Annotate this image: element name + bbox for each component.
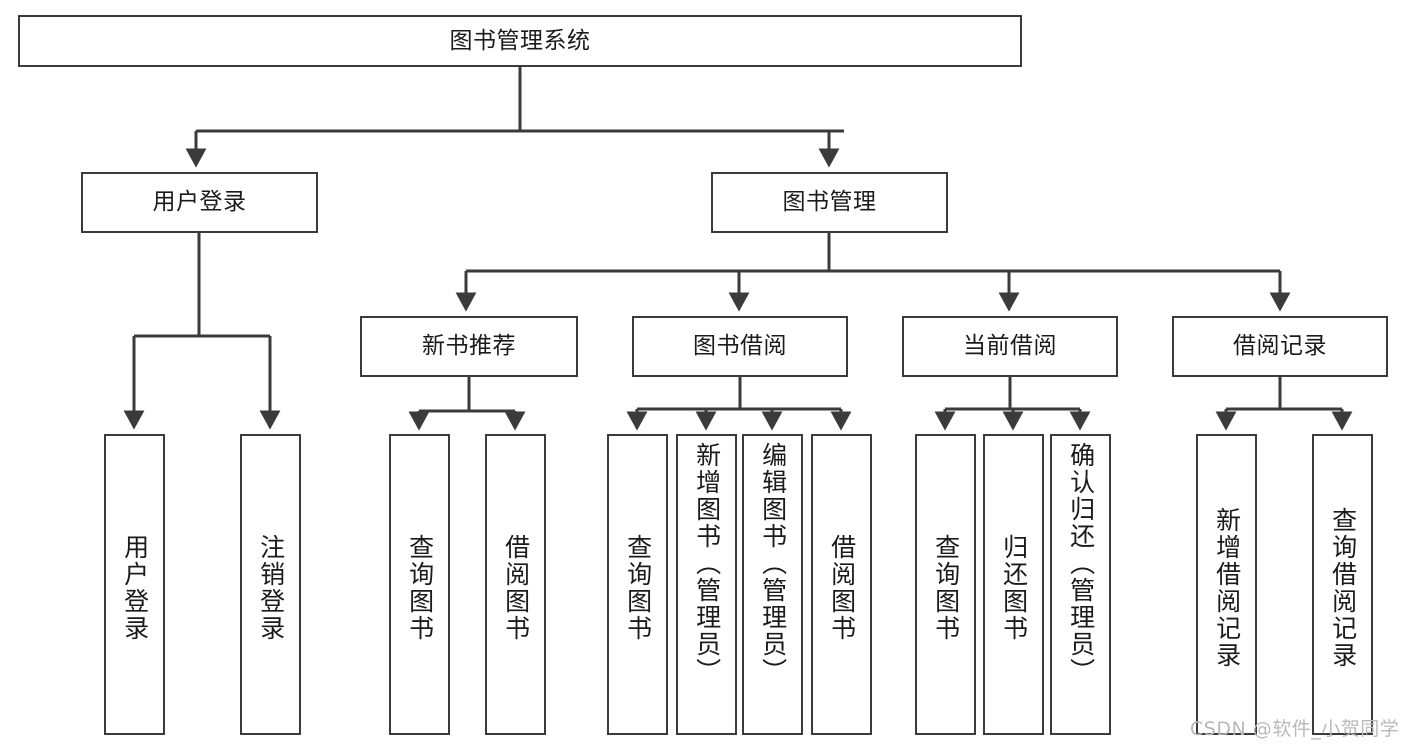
leaf-borrow-record-add[interactable]: 新增借阅记录	[1196, 434, 1257, 735]
leaf-new-book-query[interactable]: 查询图书	[389, 434, 450, 735]
node-label: 注销登录	[256, 533, 286, 642]
vertical-text-wrap: 新增借阅记录	[1198, 442, 1255, 733]
node-label: 查询图书	[405, 533, 435, 642]
node-label: 用户登录	[120, 533, 150, 642]
leaf-current-borrow-return[interactable]: 归还图书	[983, 434, 1044, 735]
vertical-text-wrap: 注销登录	[242, 442, 299, 733]
leaf-book-borrow-borrow[interactable]: 借阅图书	[811, 434, 872, 735]
node-label: 借阅图书	[501, 533, 531, 642]
node-label: 当前借阅	[963, 333, 1057, 360]
node-label: 查询图书	[931, 533, 961, 642]
node-label: 查询借阅记录	[1328, 506, 1358, 669]
node-label: 图书借阅	[693, 333, 787, 360]
node-label: 新增图书（管理员）	[692, 442, 722, 685]
leaf-current-borrow-confirm-return[interactable]: 确认归还（管理员）	[1050, 434, 1111, 735]
node-label: 图书管理系统	[449, 27, 591, 54]
vertical-text-wrap: 查询图书	[917, 442, 974, 733]
leaf-book-borrow-query[interactable]: 查询图书	[607, 434, 668, 735]
leaf-book-borrow-add[interactable]: 新增图书（管理员）	[676, 434, 737, 735]
node-label: 归还图书	[999, 533, 1029, 642]
node-borrow-record[interactable]: 借阅记录	[1172, 316, 1388, 377]
node-user-login[interactable]: 用户登录	[81, 172, 318, 233]
node-root-system[interactable]: 图书管理系统	[18, 15, 1022, 67]
vertical-text-wrap: 借阅图书	[813, 442, 870, 733]
node-book-borrow[interactable]: 图书借阅	[632, 316, 848, 377]
node-label: 借阅记录	[1233, 333, 1327, 360]
node-label: 图书管理	[782, 189, 877, 216]
node-new-book-recommend[interactable]: 新书推荐	[360, 316, 578, 377]
node-label: 用户登录	[152, 189, 247, 216]
leaf-user-login-logout[interactable]: 注销登录	[240, 434, 301, 735]
node-label: 编辑图书（管理员）	[758, 442, 788, 685]
vertical-text-wrap: 借阅图书	[487, 442, 544, 733]
csdn-watermark: CSDN @软件_小贺同学	[1190, 718, 1400, 740]
node-book-management[interactable]: 图书管理	[711, 172, 948, 233]
leaf-current-borrow-query[interactable]: 查询图书	[915, 434, 976, 735]
node-label: 借阅图书	[827, 533, 857, 642]
node-label: 新书推荐	[422, 333, 516, 360]
leaf-user-login-login[interactable]: 用户登录	[104, 434, 165, 735]
vertical-text-wrap: 查询图书	[391, 442, 448, 733]
leaf-borrow-record-query[interactable]: 查询借阅记录	[1312, 434, 1373, 735]
node-current-borrow[interactable]: 当前借阅	[902, 316, 1118, 377]
vertical-text-wrap: 归还图书	[985, 442, 1042, 733]
node-label: 查询图书	[623, 533, 653, 642]
node-label: 确认归还（管理员）	[1066, 442, 1096, 685]
leaf-new-book-borrow[interactable]: 借阅图书	[485, 434, 546, 735]
node-label: 新增借阅记录	[1212, 506, 1242, 669]
vertical-text-wrap: 查询图书	[609, 442, 666, 733]
leaf-book-borrow-edit[interactable]: 编辑图书（管理员）	[742, 434, 803, 735]
vertical-text-wrap: 用户登录	[106, 442, 163, 733]
vertical-text-wrap: 查询借阅记录	[1314, 442, 1371, 733]
